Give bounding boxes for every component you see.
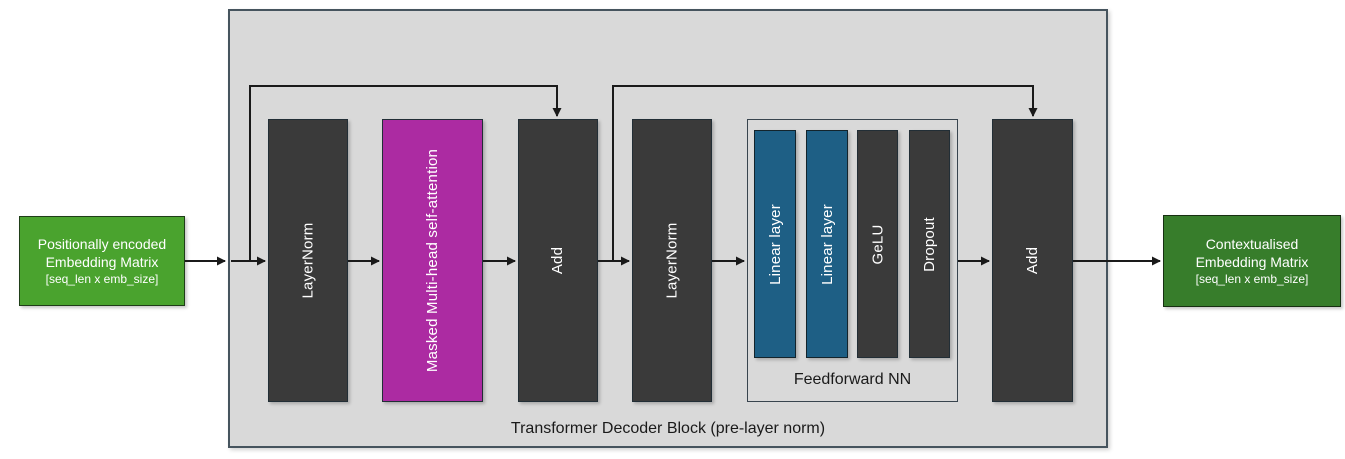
linear-layer2-label: Linear layer [818, 203, 836, 285]
linear-layer1-label: Linear layer [766, 203, 784, 285]
input-embedding-box: Positionally encoded Embedding Matrix [s… [19, 216, 185, 306]
linear-layer1-block: Linear layer [754, 130, 796, 358]
masked-multihead-self-attention-label: Masked Multi-head self-attention [424, 148, 441, 373]
input-embedding-line1: Positionally encoded [37, 236, 167, 252]
output-embedding-line2: Embedding Matrix [1195, 254, 1309, 270]
layernorm2-label: LayerNorm [663, 222, 681, 299]
add1-label: Add [549, 246, 567, 275]
dropout-label: Dropout [921, 216, 939, 272]
feedforward-nn-container: Linear layer Linear layer GeLU Dropout F… [747, 119, 958, 402]
input-embedding-line2: Embedding Matrix [45, 254, 159, 270]
dropout-block: Dropout [909, 130, 950, 358]
layernorm2-block: LayerNorm [632, 119, 712, 402]
masked-multihead-self-attention-block: Masked Multi-head self-attention [382, 119, 483, 402]
output-embedding-line1: Contextualised [1205, 236, 1299, 252]
output-embedding-shape: [seq_len x emb_size] [1195, 272, 1309, 286]
layernorm1-label: LayerNorm [299, 222, 317, 299]
gelu-label: GeLU [869, 224, 886, 264]
gelu-block: GeLU [857, 130, 898, 358]
feedforward-nn-label: Feedforward NN [793, 371, 912, 388]
add2-label: Add [1023, 246, 1041, 275]
output-embedding-box: Contextualised Embedding Matrix [seq_len… [1163, 215, 1341, 307]
add1-block: Add [518, 119, 598, 402]
input-embedding-shape: [seq_len x emb_size] [45, 272, 159, 286]
layernorm1-block: LayerNorm [268, 119, 348, 402]
linear-layer2-block: Linear layer [806, 130, 848, 358]
add2-block: Add [992, 119, 1073, 402]
decoder-block-caption: Transformer Decoder Block (pre-layer nor… [510, 420, 826, 437]
